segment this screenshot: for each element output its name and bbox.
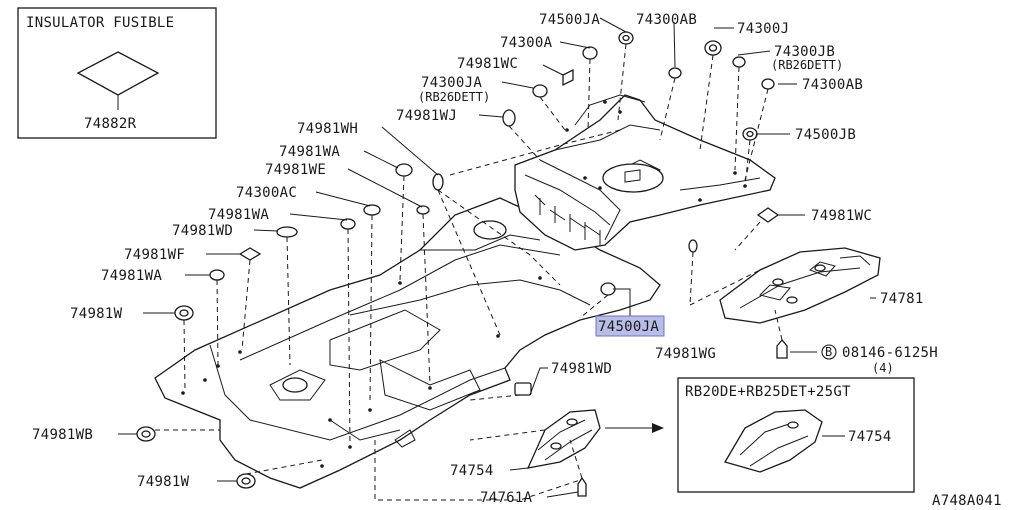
rear-floor-panel — [514, 94, 776, 251]
part-label[interactable]: 74300JA — [421, 75, 482, 91]
part-quantity: (4) — [872, 361, 894, 375]
heat-insulator-74754 — [526, 409, 601, 469]
part-label[interactable]: 74981W — [70, 306, 123, 322]
part-label[interactable]: 08146-6125H — [842, 345, 938, 361]
part-label[interactable]: 74981WB — [32, 427, 93, 443]
part-label[interactable]: 74300JB — [774, 44, 835, 60]
part-label[interactable]: 74500JB — [795, 127, 856, 143]
part-label[interactable]: 74500JA — [539, 12, 600, 28]
part-label[interactable]: 74981WG — [655, 346, 716, 362]
part-label[interactable]: 74981WF — [124, 247, 185, 263]
main-floor-panel — [154, 197, 661, 489]
variant-box: RB20DE+RB25DET+25GT 74754 — [677, 377, 915, 493]
part-label[interactable]: 74781 — [880, 291, 924, 307]
variant-box-title: RB20DE+RB25DET+25GT — [685, 384, 851, 400]
part-label[interactable]: 74981WA — [101, 268, 162, 284]
part-label[interactable]: 74300J — [737, 21, 789, 37]
part-label[interactable]: 74981WC — [457, 56, 518, 72]
part-label[interactable]: 74300AB — [802, 77, 863, 93]
heat-insulator-74781 — [719, 247, 881, 324]
part-label[interactable]: 74981WH — [297, 121, 358, 137]
part-labels: 74500JA 74300AB 74300J 74300A 74981WC 74… — [32, 12, 1002, 509]
figure-code: A748A041 — [932, 493, 1002, 509]
insulator-fusible-box: INSULATOR FUSIBLE 74882R — [17, 7, 217, 139]
part-label[interactable]: 74754 — [450, 463, 494, 479]
part-label[interactable]: 74300A — [500, 35, 553, 51]
variant-arrow — [605, 423, 664, 433]
part-label-note: (RB26DETT) — [418, 90, 490, 104]
part-label[interactable]: 74981WA — [279, 144, 340, 160]
variant-part-number: 74754 — [848, 429, 892, 445]
part-label[interactable]: 74761A — [480, 490, 533, 506]
insulator-part-number: 74882R — [84, 116, 137, 132]
part-label[interactable]: 74981WD — [551, 361, 612, 377]
highlighted-part-box — [595, 315, 665, 337]
bolt-marker-letter: B — [825, 345, 832, 359]
part-label[interactable]: 74981WJ — [396, 108, 457, 124]
insulator-pad-icon — [76, 51, 160, 96]
part-label[interactable]: 74981W — [137, 474, 190, 490]
part-label[interactable]: 74981WD — [172, 223, 233, 239]
part-label[interactable]: 74300AC — [236, 185, 297, 201]
part-label[interactable]: 74981WC — [811, 208, 872, 224]
insulator-box-title: INSULATOR FUSIBLE — [26, 15, 174, 31]
part-label-note: (RB26DETT) — [771, 58, 843, 72]
part-label[interactable]: 74300AB — [636, 12, 697, 28]
part-label[interactable]: 74981WA — [208, 207, 269, 223]
bolt-marker-icon — [821, 344, 837, 360]
part-label-highlighted[interactable]: 74500JA — [598, 319, 659, 335]
small-parts — [136, 31, 788, 497]
dashed-locator-lines — [155, 43, 783, 501]
part-label[interactable]: 74981WE — [265, 162, 326, 178]
